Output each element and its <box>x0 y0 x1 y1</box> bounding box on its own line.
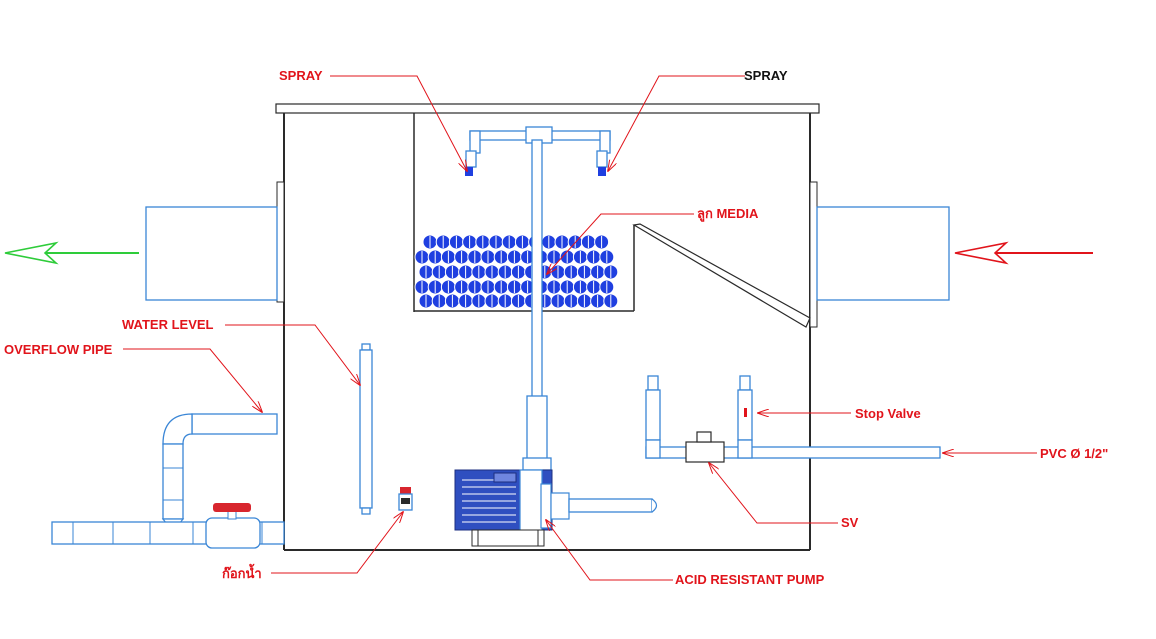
inlet-duct <box>816 206 950 301</box>
label-pump: ACID RESISTANT PUMP <box>675 572 825 587</box>
tank-top-plate <box>275 103 820 114</box>
spray-system <box>465 126 611 471</box>
stop-valve <box>744 408 747 417</box>
label-sv: SV <box>841 515 859 530</box>
drain-valve <box>398 487 413 511</box>
pump-suction-pipe <box>568 498 653 513</box>
label-stop-valve: Stop Valve <box>855 406 921 421</box>
label-overflow-pipe: OVERFLOW PIPE <box>4 342 113 357</box>
makeup-water-piping <box>645 375 941 463</box>
acid-resistant-pump <box>454 469 658 547</box>
deflector-plate <box>632 223 811 328</box>
outlet-duct <box>145 206 278 301</box>
overflow-pipe <box>51 413 285 549</box>
label-pvc: PVC Ø 1/2" <box>1040 446 1108 461</box>
ball-valve <box>205 517 261 549</box>
label-spray-right: SPRAY <box>744 68 788 83</box>
label-media: ลูก MEDIA <box>697 206 759 222</box>
inlet-arrow-icon <box>954 241 1093 265</box>
water-level-gauge <box>359 343 373 515</box>
label-water-level: WATER LEVEL <box>122 317 214 332</box>
ball-valve-handle <box>213 503 251 512</box>
label-drain-valve: ก๊อกน้ำ <box>222 563 262 581</box>
spray-nozzle-left <box>465 167 473 176</box>
riser-pipe <box>531 139 543 399</box>
solenoid-valve-sv <box>685 441 725 463</box>
spray-nozzle-right <box>598 167 606 176</box>
media-balls <box>414 234 619 309</box>
outlet-arrow-icon <box>4 241 139 265</box>
leader-lines <box>123 75 1037 581</box>
label-spray-left: SPRAY <box>279 68 323 83</box>
